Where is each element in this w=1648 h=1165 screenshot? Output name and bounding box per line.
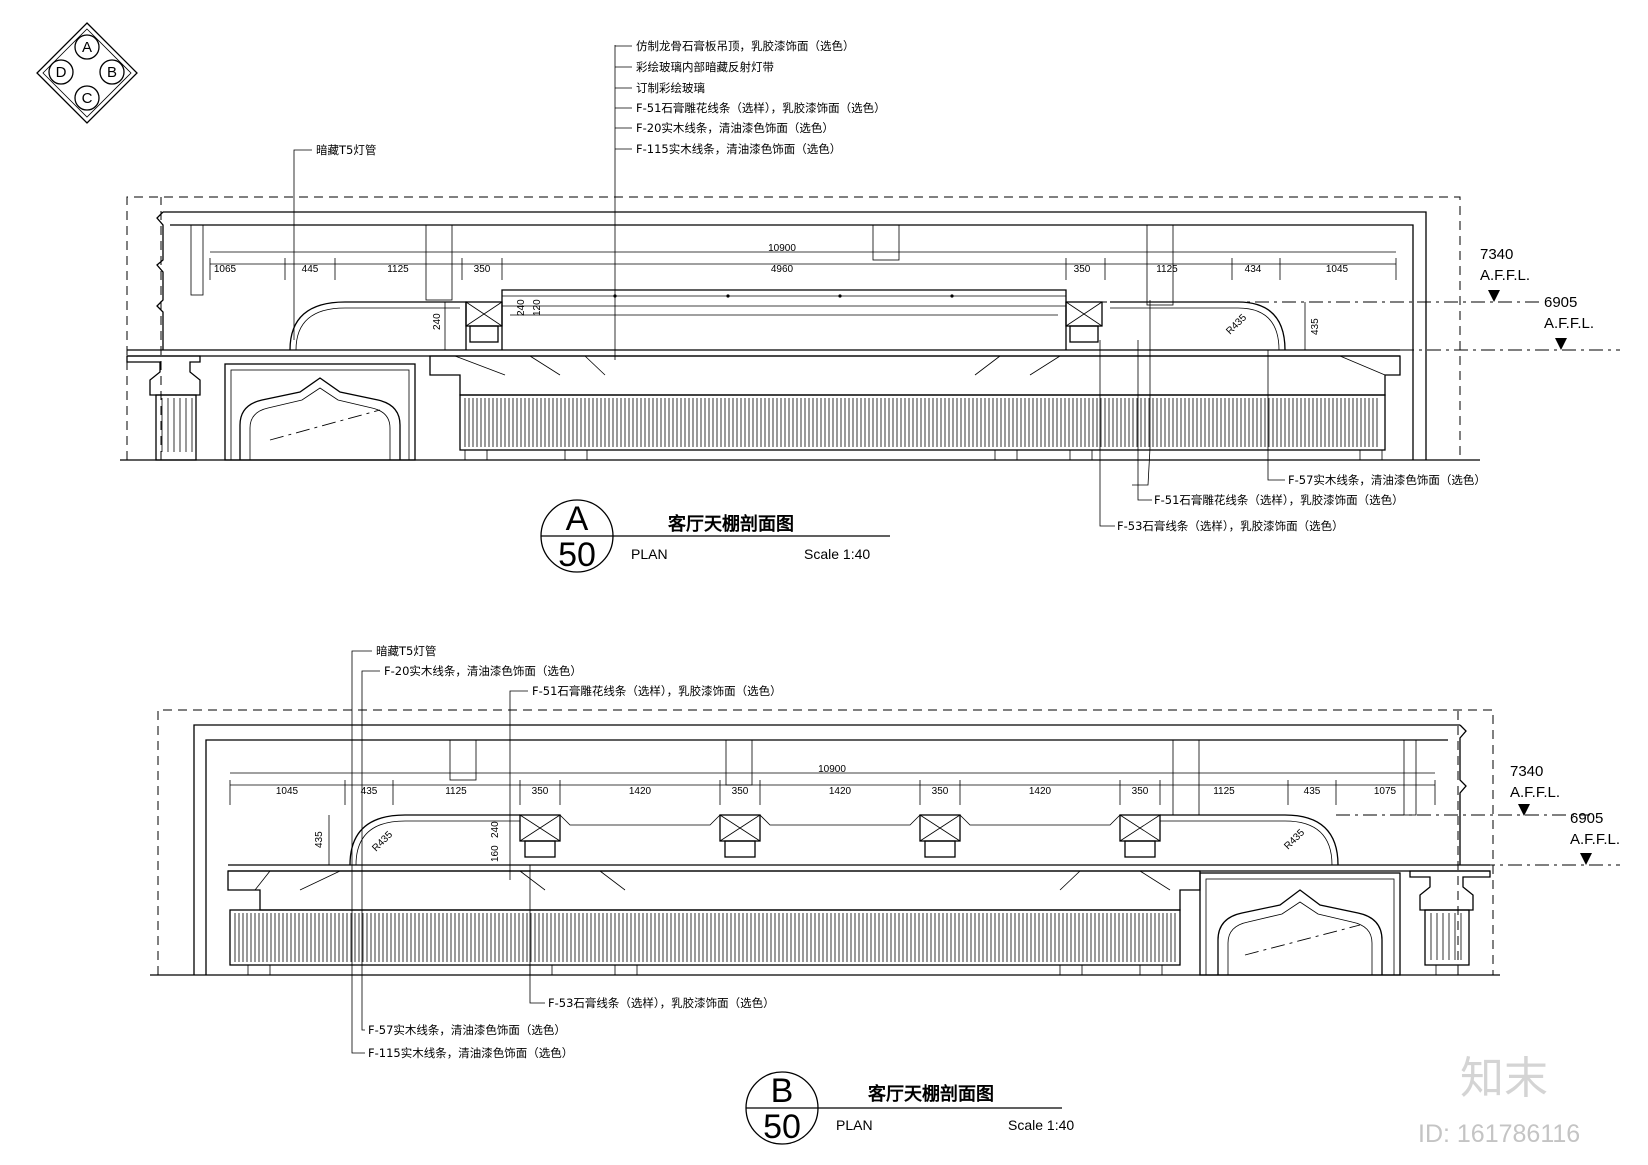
radius-label: R435 — [370, 829, 395, 854]
dim: 1125 — [387, 264, 409, 275]
level-tag: A.F.F.L. — [1570, 831, 1620, 848]
note-a-top: 仿制龙骨石膏板吊顶，乳胶漆饰面（选色） — [636, 39, 855, 53]
note-a-top: F-51石膏雕花线条（选样），乳胶漆饰面（选色） — [636, 101, 886, 115]
radius-label: R435 — [1282, 827, 1307, 852]
section-a: 10900 1065 445 1125 350 4960 350 1125 43… — [120, 39, 1620, 574]
dim: 445 — [302, 264, 319, 275]
dim-small: 240 — [516, 299, 527, 316]
section-b: 10900 1045 435 1125 350 1420 350 1420 35… — [150, 644, 1620, 1146]
dim: 350 — [732, 786, 749, 797]
section-b-title: 客厅天棚剖面图 — [868, 1083, 994, 1105]
dim-small: 240 — [490, 821, 501, 838]
watermark-logo: 知末 — [1460, 1053, 1548, 1104]
level-high: 7340 — [1480, 246, 1513, 263]
plan-label: PLAN — [631, 546, 668, 562]
dim: 1125 — [445, 786, 467, 797]
light-trough-box — [1119, 814, 1161, 858]
note-b-bottom: F-53石膏线条（选样），乳胶漆饰面（选色） — [548, 996, 775, 1010]
note-a-right: F-57实木线条，清油漆色饰面（选色） — [1288, 473, 1486, 487]
bubble-number: 50 — [763, 1108, 801, 1146]
dim-small: 435 — [1310, 318, 1321, 335]
dim: 350 — [932, 786, 949, 797]
dim: 1045 — [276, 786, 299, 797]
dim: 4960 — [771, 264, 794, 275]
dim-overall: 10900 — [768, 243, 796, 254]
bubble-letter: A — [566, 500, 589, 538]
level-tag: A.F.F.L. — [1480, 267, 1530, 284]
fascia-flutes — [234, 913, 1176, 962]
dim-small: 120 — [532, 299, 543, 316]
dim: 1075 — [1374, 786, 1397, 797]
note-b-bottom: F-115实木线条，清油漆色饰面（选色） — [368, 1046, 573, 1060]
compass-key: A B C D — [36, 22, 138, 124]
dim: 1420 — [1029, 786, 1052, 797]
light-trough-box — [519, 814, 561, 858]
level-tag: A.F.F.L. — [1510, 784, 1560, 801]
compass-c: C — [82, 90, 93, 107]
dim: 1125 — [1213, 786, 1235, 797]
dim: 1045 — [1326, 264, 1349, 275]
dim-small: 160 — [490, 845, 501, 862]
light-trough-box — [719, 814, 761, 858]
level-low: 6905 — [1570, 810, 1603, 827]
scale-label: Scale 1:40 — [1008, 1117, 1074, 1133]
level-high: 7340 — [1510, 763, 1543, 780]
level-tag: A.F.F.L. — [1544, 315, 1594, 332]
note-a-top: 订制彩绘玻璃 — [636, 81, 705, 95]
note-b-top: F-51石膏雕花线条（选样），乳胶漆饰面（选色） — [532, 684, 782, 698]
compass-a: A — [82, 39, 92, 56]
note-a-right: F-51石膏雕花线条（选样），乳胶漆饰面（选色） — [1154, 493, 1404, 507]
note-a-top: F-20实木线条，清油漆色饰面（选色） — [636, 121, 834, 135]
dim: 435 — [361, 786, 378, 797]
bubble-number: 50 — [558, 536, 596, 574]
light-trough-box — [919, 814, 961, 858]
dim: 1420 — [629, 786, 652, 797]
bubble-letter: B — [771, 1072, 794, 1110]
level-low: 6905 — [1544, 294, 1577, 311]
section-a-title: 客厅天棚剖面图 — [668, 513, 794, 535]
scale-label: Scale 1:40 — [804, 546, 870, 562]
note-a-right: F-53石膏线条（选样），乳胶漆饰面（选色） — [1117, 519, 1344, 533]
compass-d: D — [56, 64, 67, 81]
dim: 350 — [1132, 786, 1149, 797]
note-b-top: F-20实木线条，清油漆色饰面（选色） — [384, 664, 582, 678]
dim: 1065 — [214, 264, 237, 275]
dim: 435 — [1304, 786, 1321, 797]
compass-b: B — [107, 64, 117, 81]
dim-small: 435 — [314, 831, 325, 848]
radius-label: R435 — [1224, 312, 1249, 337]
note-b-top: 暗藏T5灯管 — [376, 644, 436, 658]
light-troughs — [519, 814, 1161, 858]
dim-overall: 10900 — [818, 764, 846, 775]
dim: 1125 — [1156, 264, 1178, 275]
dim: 350 — [1074, 264, 1091, 275]
dim: 1420 — [829, 786, 852, 797]
watermark-id: ID: 161786116 — [1418, 1120, 1580, 1148]
note-a-top: 彩绘玻璃内部暗藏反射灯带 — [636, 60, 774, 74]
note-b-bottom: F-57实木线条，清油漆色饰面（选色） — [368, 1023, 566, 1037]
note-a-top: F-115实木线条，清油漆色饰面（选色） — [636, 142, 841, 156]
note-a-lamp: 暗藏T5灯管 — [316, 143, 376, 157]
dim: 350 — [532, 786, 549, 797]
fascia-flutes — [464, 398, 1378, 447]
dim: 350 — [474, 264, 491, 275]
plan-label: PLAN — [836, 1117, 873, 1133]
dim: 434 — [1245, 264, 1262, 275]
dim-small: 240 — [432, 313, 443, 330]
